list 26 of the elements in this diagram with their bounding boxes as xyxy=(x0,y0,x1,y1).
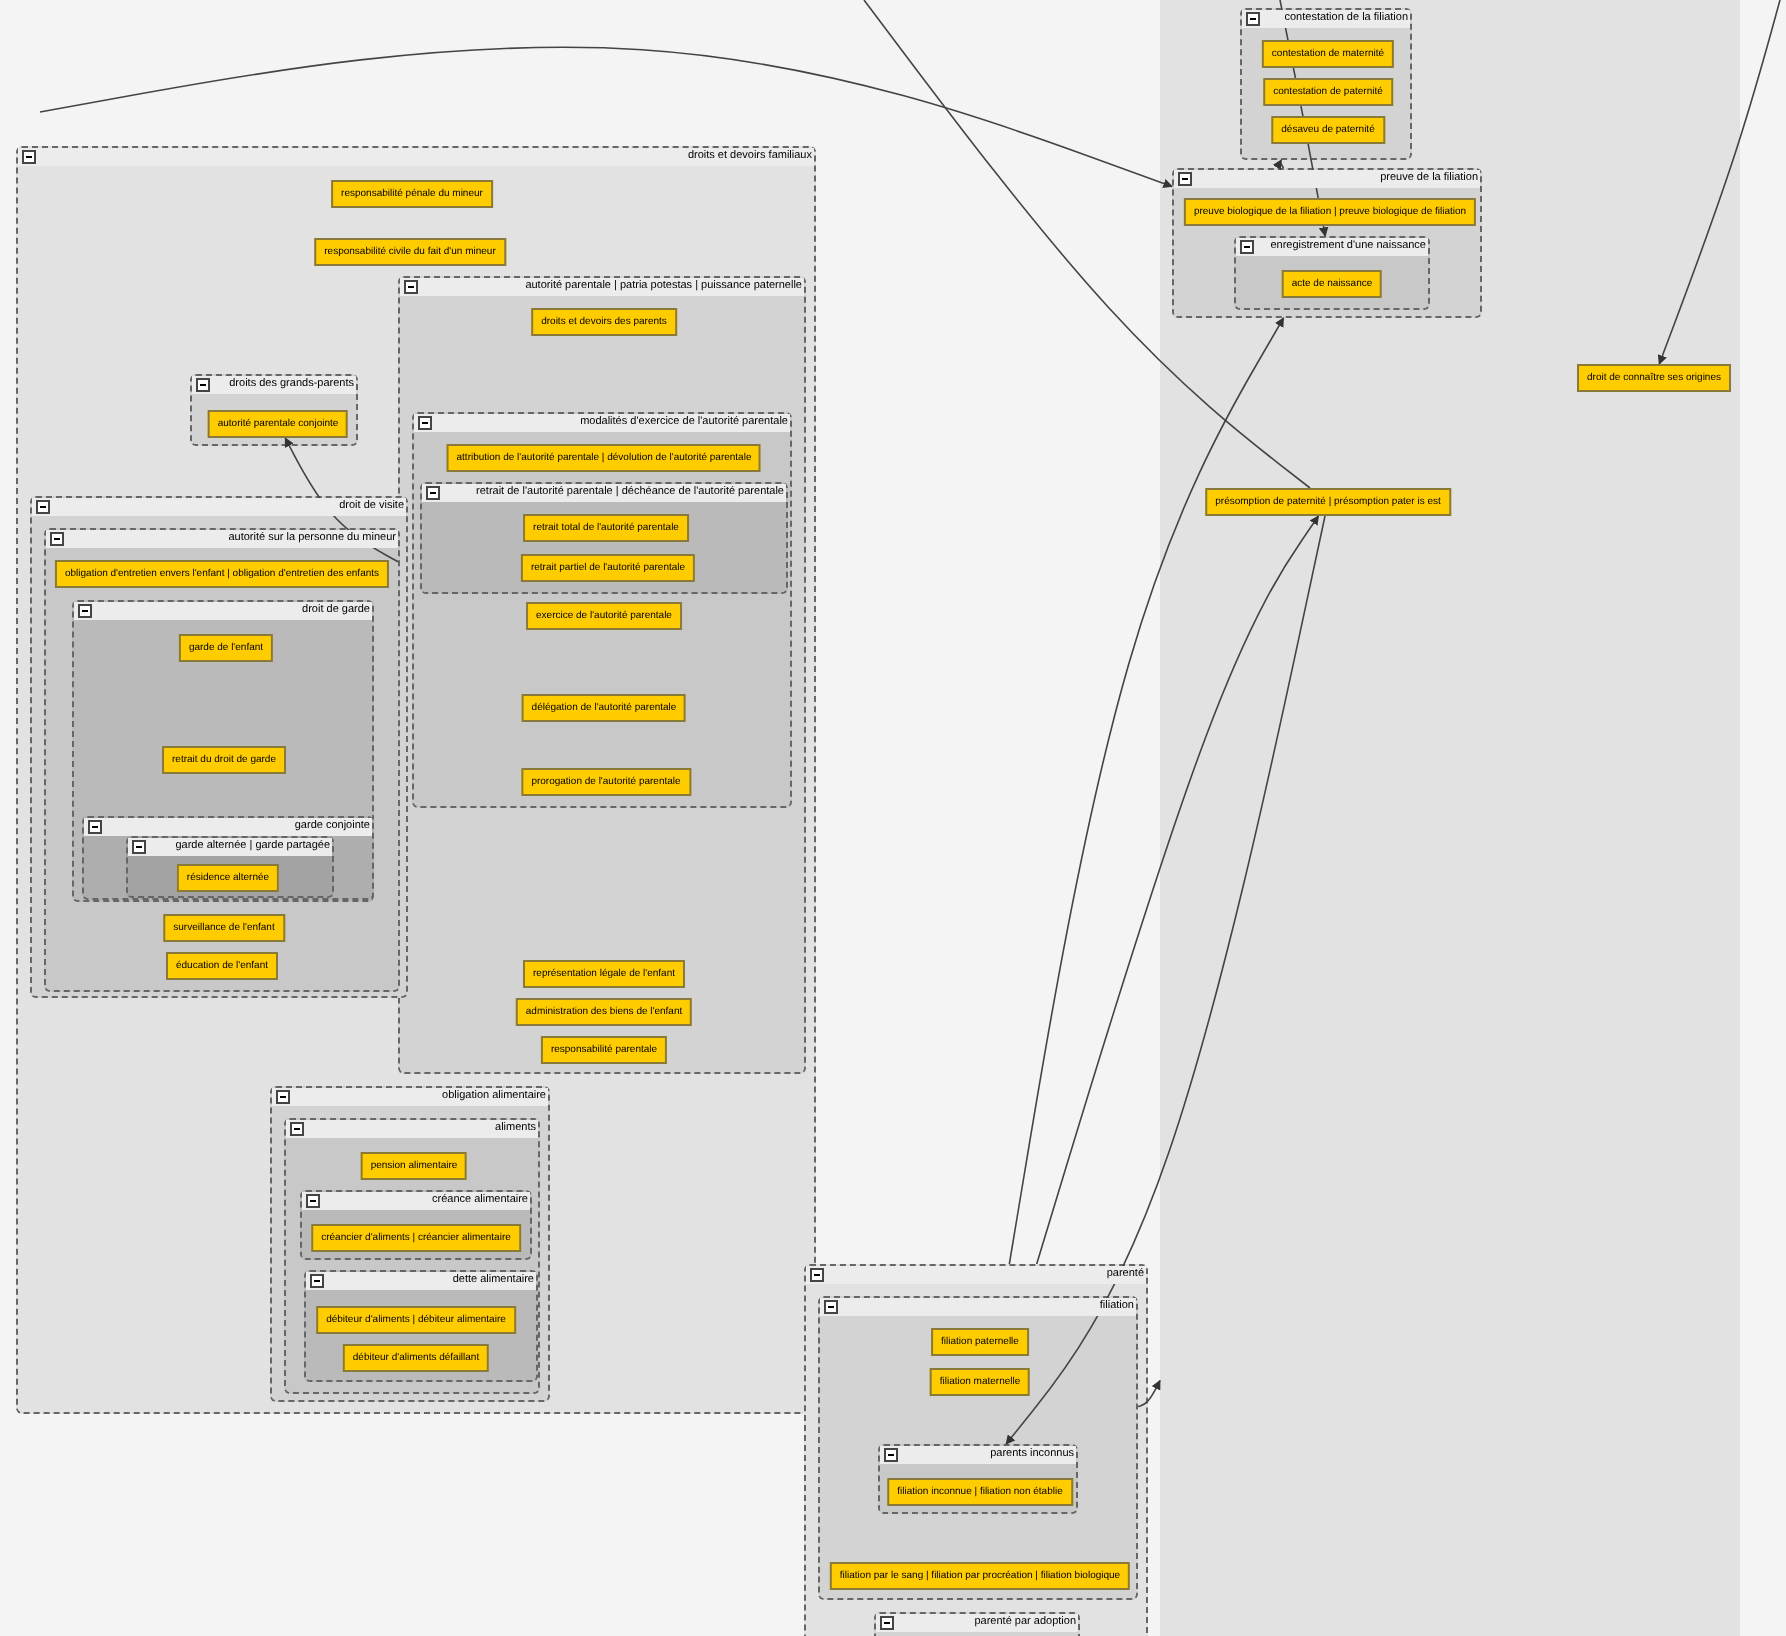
arrow xyxy=(1272,159,1285,170)
group-box xyxy=(126,836,334,898)
group-box xyxy=(16,146,816,1414)
group-box xyxy=(818,1296,1138,1600)
group-box xyxy=(304,1270,538,1382)
group-box xyxy=(190,374,358,446)
group-box xyxy=(1172,168,1482,318)
arrow xyxy=(1005,515,1326,1445)
connector-line xyxy=(863,0,1311,489)
group-box xyxy=(804,1264,1148,1636)
group-box xyxy=(1240,8,1412,160)
group-box xyxy=(284,1118,540,1394)
arrow xyxy=(1035,515,1320,1265)
group-box xyxy=(300,1190,532,1260)
arrow xyxy=(39,46,1173,189)
group-box xyxy=(82,816,374,900)
panel xyxy=(1160,0,1740,1636)
group-box xyxy=(1234,236,1430,310)
group-box xyxy=(412,412,792,808)
group-box xyxy=(878,1444,1078,1514)
arrow xyxy=(1137,1379,1161,1408)
arrow xyxy=(1657,0,1781,365)
group-box xyxy=(420,482,788,594)
arrow xyxy=(1008,317,1285,1265)
group-box xyxy=(270,1086,550,1402)
group-box xyxy=(72,600,374,902)
